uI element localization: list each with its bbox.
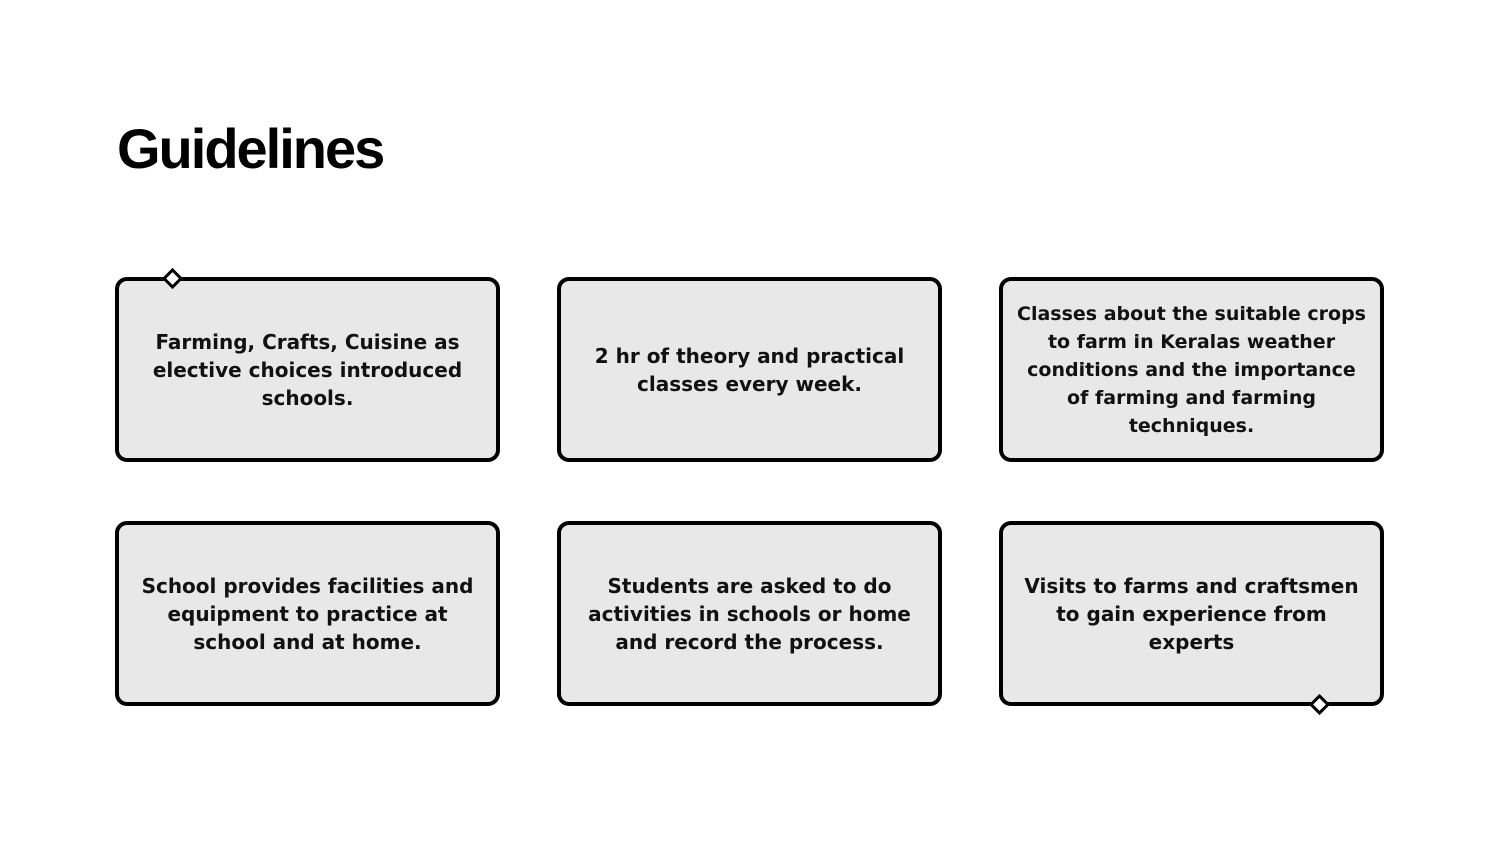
guideline-card-text: Students are asked to do activities in s… [588,573,911,654]
guideline-card-text: Classes about the suitable crops to farm… [1017,302,1366,437]
guideline-card-2: 2 hr of theory and practical classes eve… [557,277,942,462]
guideline-card-text: Farming, Crafts, Cuisine as elective cho… [152,329,463,410]
guideline-card-3: Classes about the suitable crops to farm… [999,277,1384,462]
guideline-card-text: 2 hr of theory and practical classes eve… [594,343,905,396]
guideline-card-text: School provides facilities and equipment… [141,573,474,654]
guideline-card-4: School provides facilities and equipment… [115,521,500,706]
guideline-card-text: Visits to farms and craftsmen to gain ex… [1024,573,1359,654]
guideline-card-1: Farming, Crafts, Cuisine as elective cho… [115,277,500,462]
page-title: Guidelines [117,117,385,180]
guideline-card-5: Students are asked to do activities in s… [557,521,942,706]
guideline-card-6: Visits to farms and craftsmen to gain ex… [999,521,1384,706]
